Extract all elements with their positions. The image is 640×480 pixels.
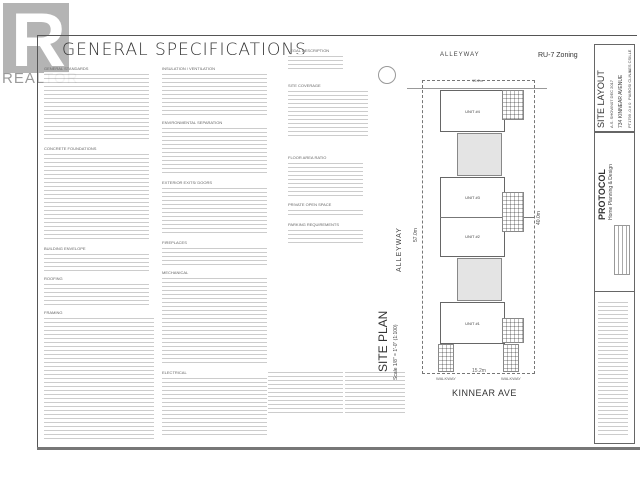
spec-heading: SITE COVERAGE [288,83,321,88]
unit-3-label: UNIT #3 [465,195,480,200]
spec-text-block [268,370,343,415]
alley-side-label: ALLEYWAY [396,227,403,272]
designer-name: PIAROSI CLINAL [627,68,632,100]
spec-heading: ELECTRICAL [162,370,187,375]
party-wall [440,217,535,218]
unit-1: UNIT #1 [440,302,505,344]
spec-heading: PRIVATE OPEN SPACE [288,202,332,207]
company-name: PROTOCOL [597,169,607,220]
patio-area [502,90,524,120]
parking-stall [457,258,502,301]
unit-2-label: UNIT #2 [465,234,480,239]
disclaimer-text [598,300,628,435]
job-number: PT1799 -0 # 0 [627,102,632,128]
lot-boundary [422,80,535,374]
spec-text-block [288,228,363,244]
spec-heading: ROOFING [44,276,63,281]
spec-heading: GENERAL STANDARDS [44,66,89,71]
spec-heading: INSULATION / VENTILATION [162,66,215,71]
walkway-paving [438,344,454,372]
zoning-label: RU-7 Zoning [538,52,578,59]
drawing-date: 07 DEC 2017 [609,79,614,104]
spec-text-block [162,376,267,436]
north-arrow-icon [378,66,396,84]
spec-text-block [44,152,149,242]
drawing-title: SITE LAYOUT [596,70,606,128]
spec-heading: EXTERIOR EXITS/ DOORS [162,180,213,185]
lot-width: 15.2m [472,368,486,374]
spec-heading: MECHANICAL [162,270,189,275]
spec-heading: FRAMING [44,310,63,315]
spec-text-block [44,282,149,306]
title-block-info [594,44,635,132]
parking-stall [457,133,502,176]
unit-4: UNIT #4 [440,90,505,132]
spec-text-block [44,316,154,441]
spec-text-block [162,246,267,266]
spec-heading: ENVIRONMENTAL SEPARATION [162,120,223,125]
spec-text-block [162,186,267,236]
spec-text-block [345,370,405,415]
alley-top-label: ALLEYWAY [440,52,480,58]
spec-text-block [162,276,267,366]
project-address: 734 KINNEAR AVENUE [618,74,624,128]
spec-heading: PARKING REQUIREMENTS [288,222,340,227]
walkway-label: WALKWAY [436,376,456,381]
spec-text-block [288,89,368,139]
site-plan-scale: Scale 1/8" = 1'-0" (1:100) [393,324,399,380]
spec-text-block [44,72,149,142]
spec-text-block [162,126,267,176]
sheet-bottom-border [37,447,640,450]
spec-text-block [288,54,343,70]
spec-text-block [44,252,149,272]
dimension-line [407,88,547,89]
spec-heading: CONCRETE FOUNDATIONS [44,146,97,151]
lot-depth: 57.0m [413,228,419,242]
site-plan-title: SITE PLAN [376,310,390,372]
spec-heading: FLOOR AREA RATIO [288,155,327,160]
company-block [594,132,635,292]
realtor-logo: R [3,0,69,83]
patio-area [502,192,524,232]
patio-area [502,318,524,343]
walkway-label: WALKWAY [501,376,521,381]
sheet-title: GENERAL SPECIFICATIONS [62,40,307,60]
spec-text-block [288,208,363,216]
spec-text-block [162,72,267,117]
spec-text-block [288,161,363,196]
walkway-paving [503,344,519,372]
street-label: KINNEAR AVE [452,388,517,398]
spec-heading: FIREPLACES [162,240,187,245]
house-sketch [614,225,630,275]
spec-heading: LEGAL DESCRIPTION [288,48,330,53]
lot-depth-right: 40.0m [536,211,542,225]
drawing-scale: A.S. SHOWN [609,103,614,128]
company-subtitle: Home Planning & Design [608,164,614,220]
spec-heading: BUILDING ENVELOPE [44,246,86,251]
